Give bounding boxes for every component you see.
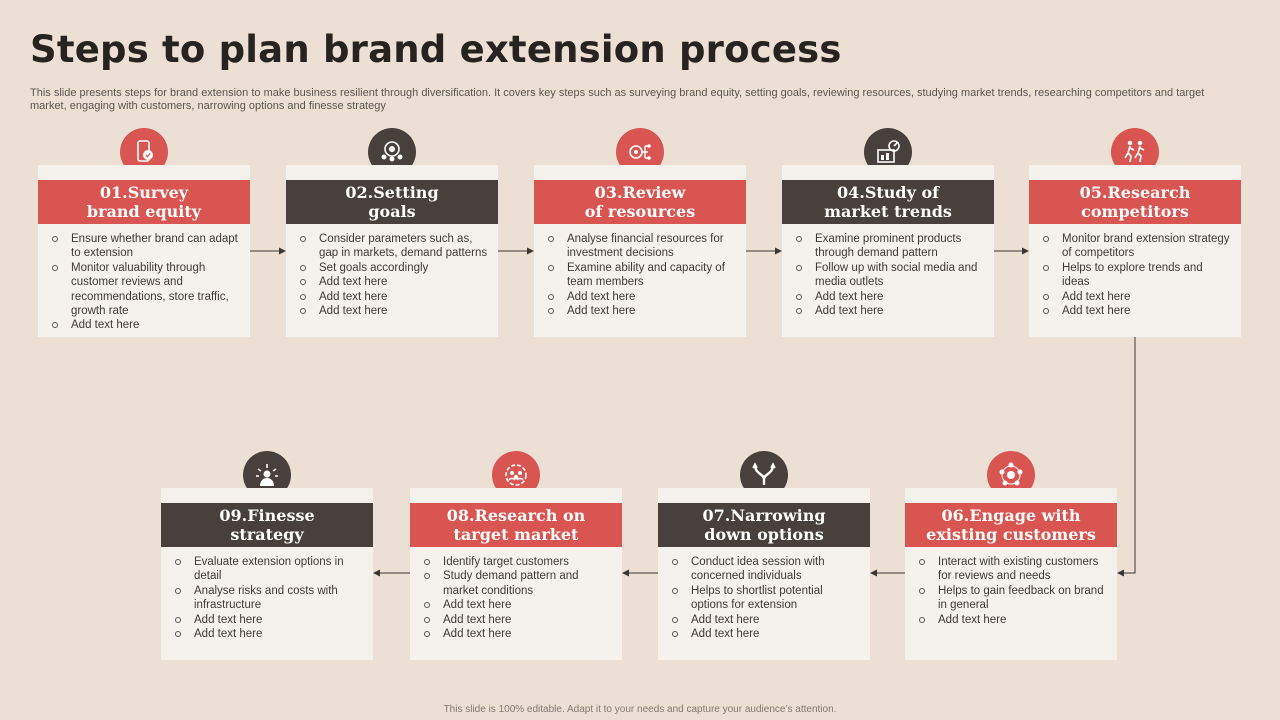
step-bullet-list: Interact with existing customers for rev… <box>919 555 1109 627</box>
step-heading: 01.Survey brand equity <box>38 180 250 224</box>
bullet-item: Analyse risks and costs with infrastruct… <box>175 584 365 613</box>
bullet-item: Monitor brand extension strategy of comp… <box>1043 232 1233 261</box>
step-bullet-list: Analyse financial resources for investme… <box>548 232 738 318</box>
bullet-item: Examine ability and capacity of team mem… <box>548 261 738 290</box>
strategy-person-icon <box>256 464 278 486</box>
bullet-item: Add text here <box>796 290 986 304</box>
bullet-item: Add text here <box>175 627 365 641</box>
bullet-item: Add text here <box>424 613 614 627</box>
bullet-item: Ensure whether brand can adapt to extens… <box>52 232 242 261</box>
arrowhead-2 <box>527 247 534 255</box>
bullet-item: Add text here <box>175 613 365 627</box>
bullet-item: Add text here <box>424 598 614 612</box>
bullet-item: Add text here <box>548 304 738 318</box>
resources-network-icon <box>629 144 651 160</box>
step-heading: 02.Setting goals <box>286 180 498 224</box>
arrowhead-5 <box>1117 569 1124 577</box>
step-bullet-list: Examine prominent products through deman… <box>796 232 986 318</box>
bullet-item: Identify target customers <box>424 555 614 569</box>
customers-circle-icon <box>999 462 1023 486</box>
bullet-item: Add text here <box>300 304 490 318</box>
bullet-item: Add text here <box>1043 290 1233 304</box>
bullet-item: Conduct idea session with concerned indi… <box>672 555 862 584</box>
footer-note: This slide is 100% editable. Adapt it to… <box>443 704 837 715</box>
step-heading: 08.Research on target market <box>410 503 622 547</box>
step-heading: 07.Narrowing down options <box>658 503 870 547</box>
bullet-item: Interact with existing customers for rev… <box>919 555 1109 584</box>
step-heading: 06.Engage with existing customers <box>905 503 1117 547</box>
step-bullet-list: Consider parameters such as, gap in mark… <box>300 232 490 318</box>
bullet-item: Set goals accordingly <box>300 261 490 275</box>
connector-arrow-5 <box>1124 337 1136 574</box>
bullet-item: Add text here <box>300 290 490 304</box>
bullet-item: Add text here <box>672 613 862 627</box>
bullet-item: Helps to shortlist potential options for… <box>672 584 862 613</box>
page-title: Steps to plan brand extension process <box>30 28 842 71</box>
step-heading: 05.Research competitors <box>1029 180 1241 224</box>
arrowhead-1 <box>279 247 286 255</box>
bullet-item: Add text here <box>300 275 490 289</box>
bullet-item: Add text here <box>919 613 1109 627</box>
bullet-item: Helps to gain feedback on brand in gener… <box>919 584 1109 613</box>
step-heading: 04.Study of market trends <box>782 180 994 224</box>
arrowhead-7 <box>622 569 629 577</box>
bullet-item: Analyse financial resources for investme… <box>548 232 738 261</box>
target-audience-icon <box>505 464 527 486</box>
merge-arrows-icon <box>752 462 776 485</box>
arrowhead-8 <box>373 569 380 577</box>
arrowhead-6 <box>870 569 877 577</box>
arrowhead-3 <box>775 247 782 255</box>
bullet-item: Add text here <box>52 318 242 332</box>
step-bullet-list: Monitor brand extension strategy of comp… <box>1043 232 1233 318</box>
bullet-item: Follow up with social media and media ou… <box>796 261 986 290</box>
bullet-item: Evaluate extension options in detail <box>175 555 365 584</box>
step-bullet-list: Ensure whether brand can adapt to extens… <box>52 232 242 333</box>
step-heading: 03.Review of resources <box>534 180 746 224</box>
bullet-item: Examine prominent products through deman… <box>796 232 986 261</box>
bullet-item: Study demand pattern and market conditio… <box>424 569 614 598</box>
bullet-item: Consider parameters such as, gap in mark… <box>300 232 490 261</box>
bullet-item: Add text here <box>424 627 614 641</box>
page-subtitle: This slide presents steps for brand exte… <box>30 87 1205 112</box>
bullet-item: Add text here <box>548 290 738 304</box>
bullet-item: Add text here <box>796 304 986 318</box>
bullet-item: Add text here <box>672 627 862 641</box>
step-heading: 09.Finesse strategy <box>161 503 373 547</box>
bullet-item: Add text here <box>1043 304 1233 318</box>
arrowhead-4 <box>1022 247 1029 255</box>
survey-phone-icon <box>137 140 153 162</box>
team-target-icon <box>381 141 403 162</box>
market-chart-icon <box>877 140 900 163</box>
competitors-race-icon <box>1124 140 1145 163</box>
step-bullet-list: Conduct idea session with concerned indi… <box>672 555 862 641</box>
bullet-item: Helps to explore trends and ideas <box>1043 261 1233 290</box>
bullet-item: Monitor valuability through customer rev… <box>52 261 242 319</box>
